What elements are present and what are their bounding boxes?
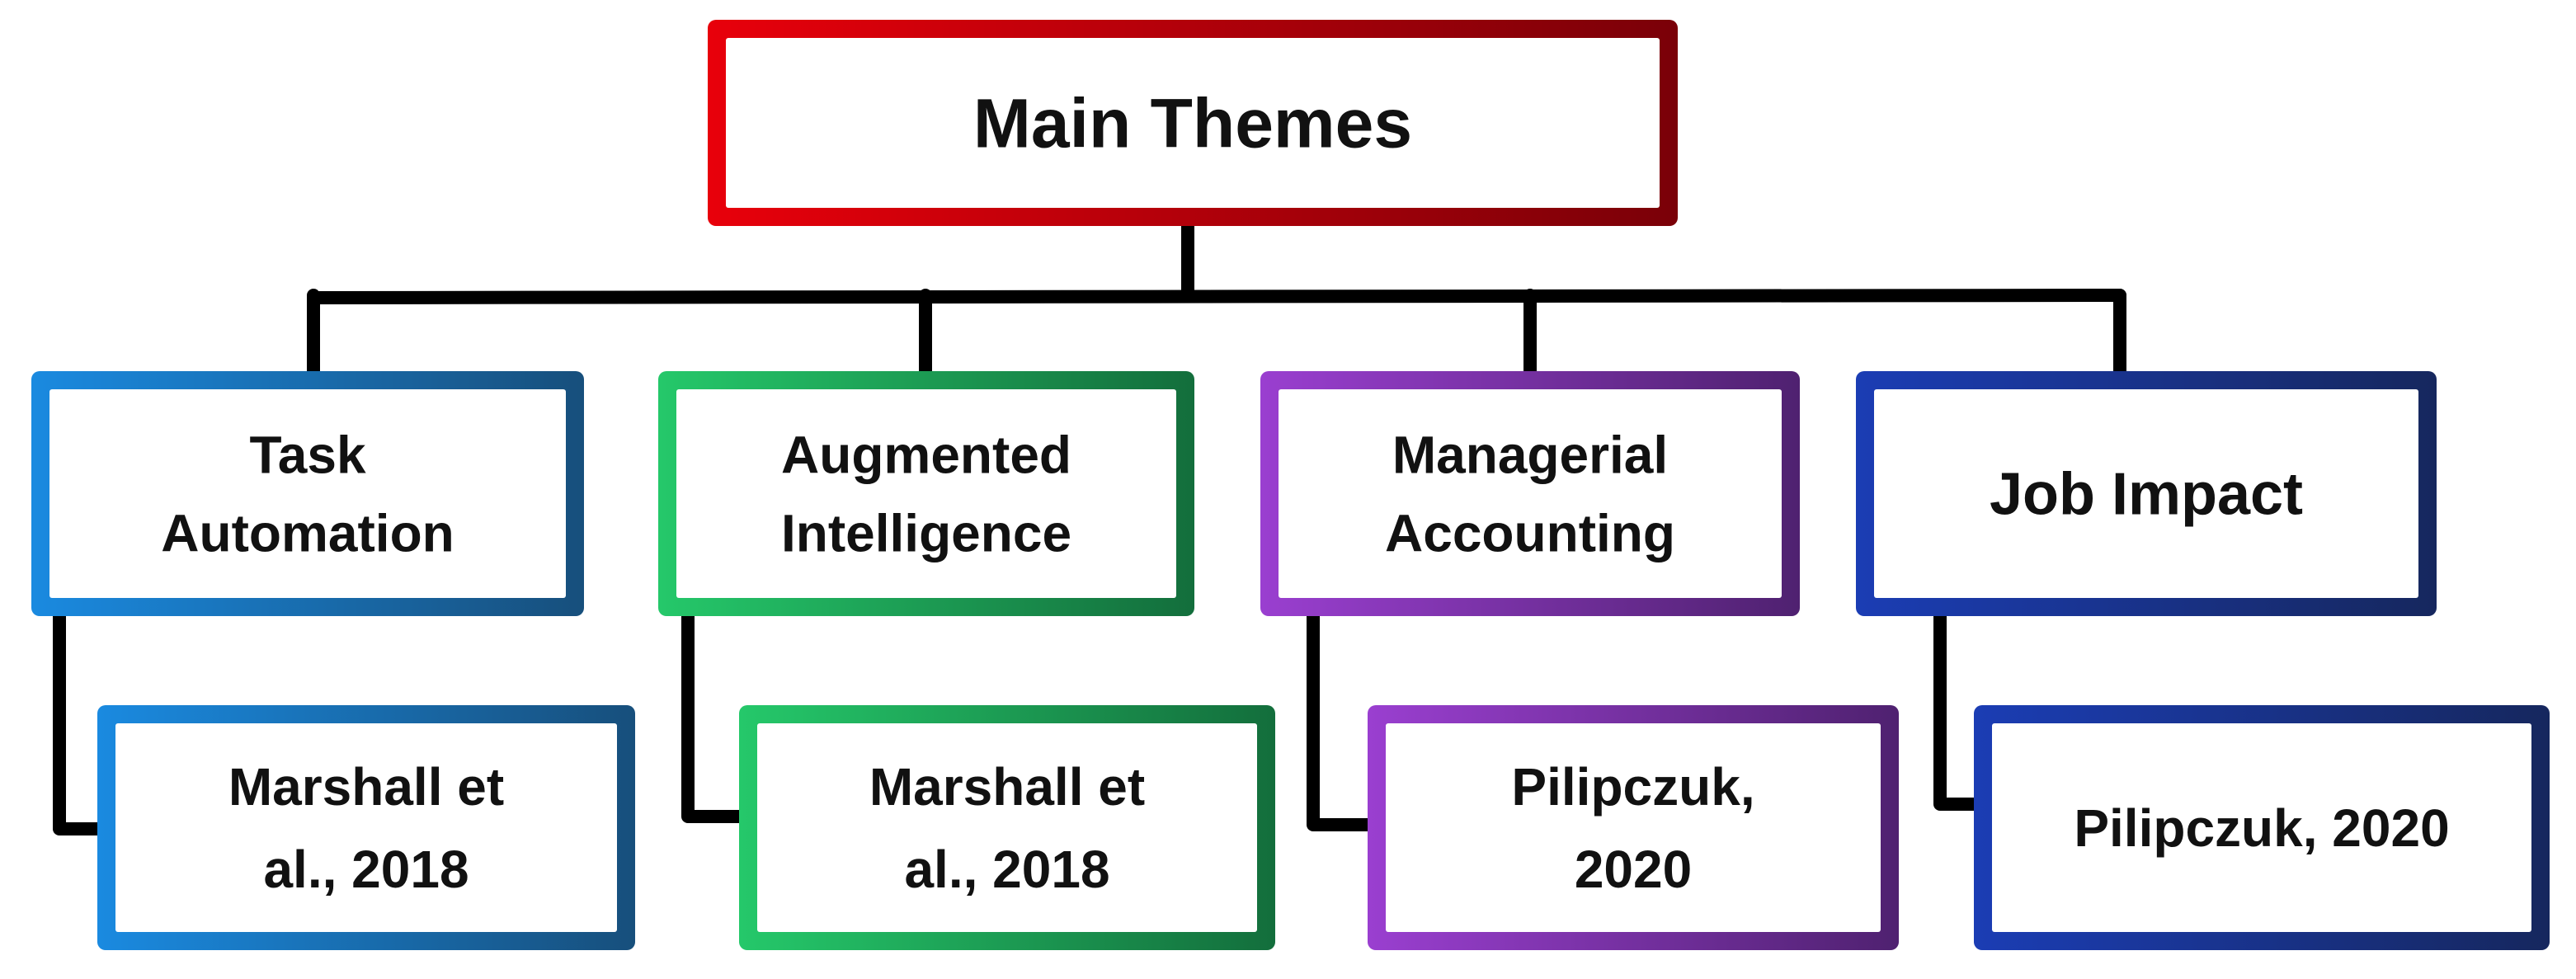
theme-node-4-label-line-1: Job Impact xyxy=(1990,462,2303,528)
source-node-1: Marshall et al., 2018 xyxy=(97,705,635,950)
elbow-line-3 xyxy=(1307,601,1382,831)
theme-node-4: Job Impact xyxy=(1856,371,2437,616)
theme-node-1-label-line-2: Automation xyxy=(161,503,454,562)
root-node-main-themes-inner xyxy=(726,38,1660,208)
theme-node-4-inner xyxy=(1874,389,2418,598)
elbow-line-4 xyxy=(1933,601,1989,811)
source-node-1-label-line-2: al., 2018 xyxy=(263,840,469,899)
theme-node-1-inner xyxy=(49,389,566,598)
theme-node-3-label-line-2: Accounting xyxy=(1385,503,1675,562)
source-node-3-label-line-1: Pilipczuk, xyxy=(1511,757,1754,817)
theme-node-2-label-line-1: Augmented xyxy=(781,425,1071,484)
source-node-1-label-line-1: Marshall et xyxy=(228,757,504,817)
source-node-2-label-line-2: al., 2018 xyxy=(904,840,1109,899)
source-node-3: Pilipczuk, 2020 xyxy=(1368,705,1899,950)
source-node-2-inner xyxy=(757,723,1257,932)
horizontal-bus-line xyxy=(307,289,2126,304)
source-node-3-inner xyxy=(1386,723,1881,932)
elbow-line-1 xyxy=(53,601,112,835)
connector-lines xyxy=(53,219,2126,835)
source-node-4-label-line-1: Pilipczuk, 2020 xyxy=(2074,798,2449,858)
theme-node-2-label-line-2: Intelligence xyxy=(781,503,1071,562)
source-node-1-inner xyxy=(115,723,617,932)
theme-node-2-inner xyxy=(676,389,1176,598)
source-node-4-inner xyxy=(1992,723,2531,932)
source-node-2: Marshall et al., 2018 xyxy=(739,705,1275,950)
root-node-main-themes: Main Themes xyxy=(708,20,1678,226)
source-node-4: Pilipczuk, 2020 xyxy=(1974,705,2550,950)
source-node-3-label-line-2: 2020 xyxy=(1575,840,1692,899)
elbow-line-2 xyxy=(681,601,754,823)
source-node-2-label-line-1: Marshall et xyxy=(869,757,1145,817)
theme-node-1-label-line-1: Task xyxy=(249,425,366,484)
theme-node-3-label-line-1: Managerial xyxy=(1392,425,1668,484)
root-node-main-themes-label-line-1: Main Themes xyxy=(973,84,1412,162)
theme-node-3-inner xyxy=(1279,389,1782,598)
